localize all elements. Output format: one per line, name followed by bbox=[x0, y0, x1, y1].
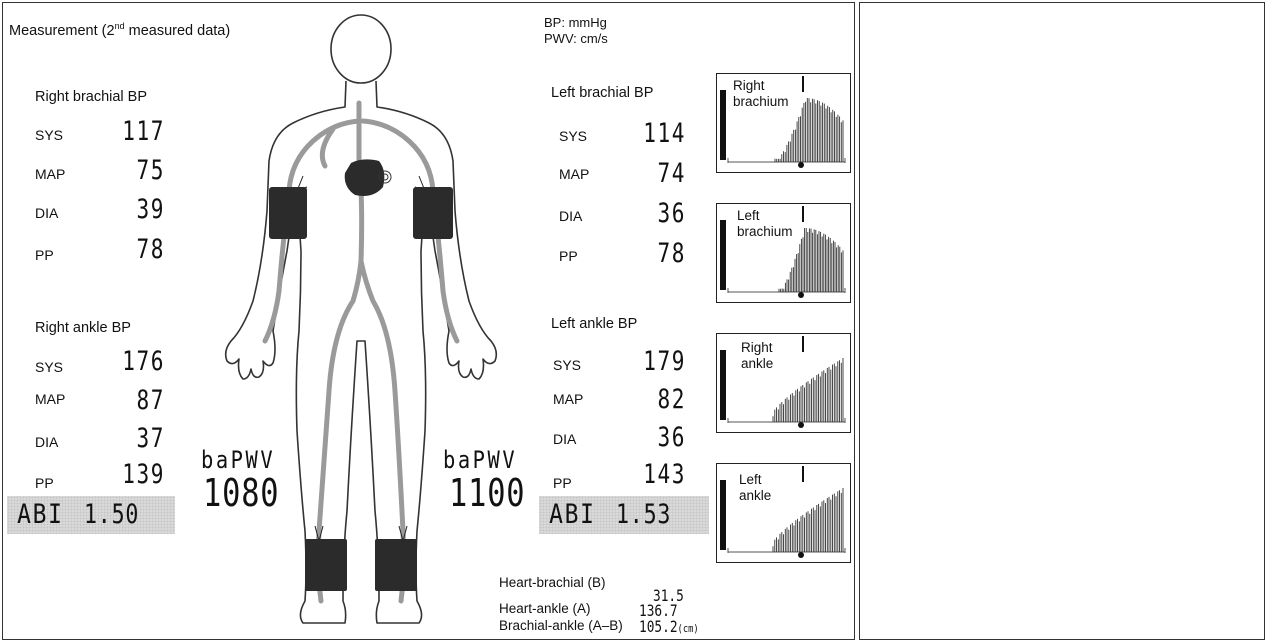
reference-dot bbox=[798, 552, 804, 558]
right-brachial-map-value: 75 bbox=[71, 155, 165, 186]
heart-icon bbox=[345, 159, 385, 196]
right-brachial-sys-value: 117 bbox=[71, 116, 165, 147]
left-brachial-sys-label: SYS bbox=[559, 128, 587, 144]
left-ankle-dia-value: 36 bbox=[592, 422, 686, 453]
heart-ankle-label: Heart-ankle (A) bbox=[499, 601, 591, 616]
left-ankle-cuff bbox=[375, 539, 417, 591]
waveform-left-ankle: Left ankle bbox=[716, 463, 851, 563]
waveform-right-brachium-label: Right brachium bbox=[733, 78, 791, 110]
left-brachial-pp-label: PP bbox=[559, 248, 578, 264]
left-brachial-sys-value: 114 bbox=[592, 118, 686, 149]
left-ankle-dia-label: DIA bbox=[553, 431, 576, 447]
left-arm-cuff bbox=[413, 187, 453, 239]
reference-dot bbox=[798, 162, 804, 168]
units-bp: BP: mmHg bbox=[544, 15, 607, 30]
waveform-plot bbox=[717, 334, 850, 432]
right-ankle-heading: Right ankle BP bbox=[35, 320, 131, 336]
left-brachial-dia-label: DIA bbox=[559, 208, 582, 224]
heart-brachial-label: Heart-brachial (B) bbox=[499, 575, 606, 590]
report-title: Measurement (2nd measured data) bbox=[9, 21, 230, 39]
left-ankle-sys-value: 179 bbox=[592, 346, 686, 377]
level-bar bbox=[720, 350, 726, 420]
left-brachial-heading: Left brachial BP bbox=[551, 85, 653, 101]
right-brachial-pp-value: 78 bbox=[71, 234, 165, 265]
left-brachial-pp-value: 78 bbox=[592, 238, 686, 269]
bapwv-left-label: baPWV bbox=[443, 446, 517, 474]
brachial-ankle-value: 105.2(cm) bbox=[639, 617, 699, 636]
abi-left-box: ABI 1.53 bbox=[539, 496, 709, 534]
right-ankle-dia-label: DIA bbox=[35, 434, 58, 450]
waveform-plot bbox=[717, 464, 850, 562]
level-bar bbox=[720, 480, 726, 550]
waveform-right-brachium: Right brachium bbox=[716, 73, 851, 173]
left-brachial-dia-value: 36 bbox=[592, 198, 686, 229]
abi-right-value: 1.50 bbox=[84, 496, 139, 534]
body-figure bbox=[213, 11, 513, 641]
level-bar bbox=[720, 220, 726, 290]
level-bar bbox=[720, 90, 726, 160]
right-ankle-sys-label: SYS bbox=[35, 359, 63, 375]
left-brachial-map-value: 74 bbox=[592, 158, 686, 189]
right-ankle-map-label: MAP bbox=[35, 391, 65, 407]
reference-dot bbox=[798, 422, 804, 428]
right-ankle-map-value: 87 bbox=[71, 385, 165, 416]
waveform-left-brachium: Left brachium bbox=[716, 203, 851, 303]
abi-right-label: ABI bbox=[17, 496, 64, 534]
blank-panel bbox=[859, 2, 1265, 640]
left-ankle-pp-label: PP bbox=[553, 475, 572, 491]
right-brachial-heading: Right brachial BP bbox=[35, 89, 147, 105]
right-brachial-dia-label: DIA bbox=[35, 205, 58, 221]
abi-left-label: ABI bbox=[549, 496, 596, 534]
right-arm-cuff bbox=[269, 187, 307, 239]
right-brachial-pp-label: PP bbox=[35, 247, 54, 263]
left-ankle-pp-value: 143 bbox=[592, 459, 686, 490]
report-panel: Measurement (2nd measured data) BP: mmHg… bbox=[2, 2, 855, 640]
waveform-right-ankle: Right ankle bbox=[716, 333, 851, 433]
left-ankle-heading: Left ankle BP bbox=[551, 316, 637, 332]
waveform-right-ankle-label: Right ankle bbox=[741, 340, 775, 372]
right-ankle-dia-value: 37 bbox=[71, 423, 165, 454]
abi-right-box: ABI 1.50 bbox=[7, 496, 175, 534]
reference-dot bbox=[798, 292, 804, 298]
right-ankle-cuff bbox=[305, 539, 347, 591]
units-pwv: PWV: cm/s bbox=[544, 31, 608, 46]
brachial-ankle-label: Brachial-ankle (A–B) bbox=[499, 618, 623, 633]
abi-left-value: 1.53 bbox=[616, 496, 671, 534]
right-brachial-sys-label: SYS bbox=[35, 127, 63, 143]
right-brachial-map-label: MAP bbox=[35, 166, 65, 182]
waveform-left-brachium-label: Left brachium bbox=[737, 208, 795, 240]
right-ankle-pp-value: 139 bbox=[71, 459, 165, 490]
right-brachial-dia-value: 39 bbox=[71, 194, 165, 225]
waveform-left-ankle-label: Left ankle bbox=[739, 472, 773, 504]
right-ankle-pp-label: PP bbox=[35, 475, 54, 491]
left-ankle-map-label: MAP bbox=[553, 391, 583, 407]
bapwv-left-value: 1100 bbox=[449, 471, 525, 515]
left-ankle-sys-label: SYS bbox=[553, 357, 581, 373]
left-brachial-map-label: MAP bbox=[559, 166, 589, 182]
left-ankle-map-value: 82 bbox=[592, 384, 686, 415]
right-ankle-sys-value: 176 bbox=[71, 346, 165, 377]
